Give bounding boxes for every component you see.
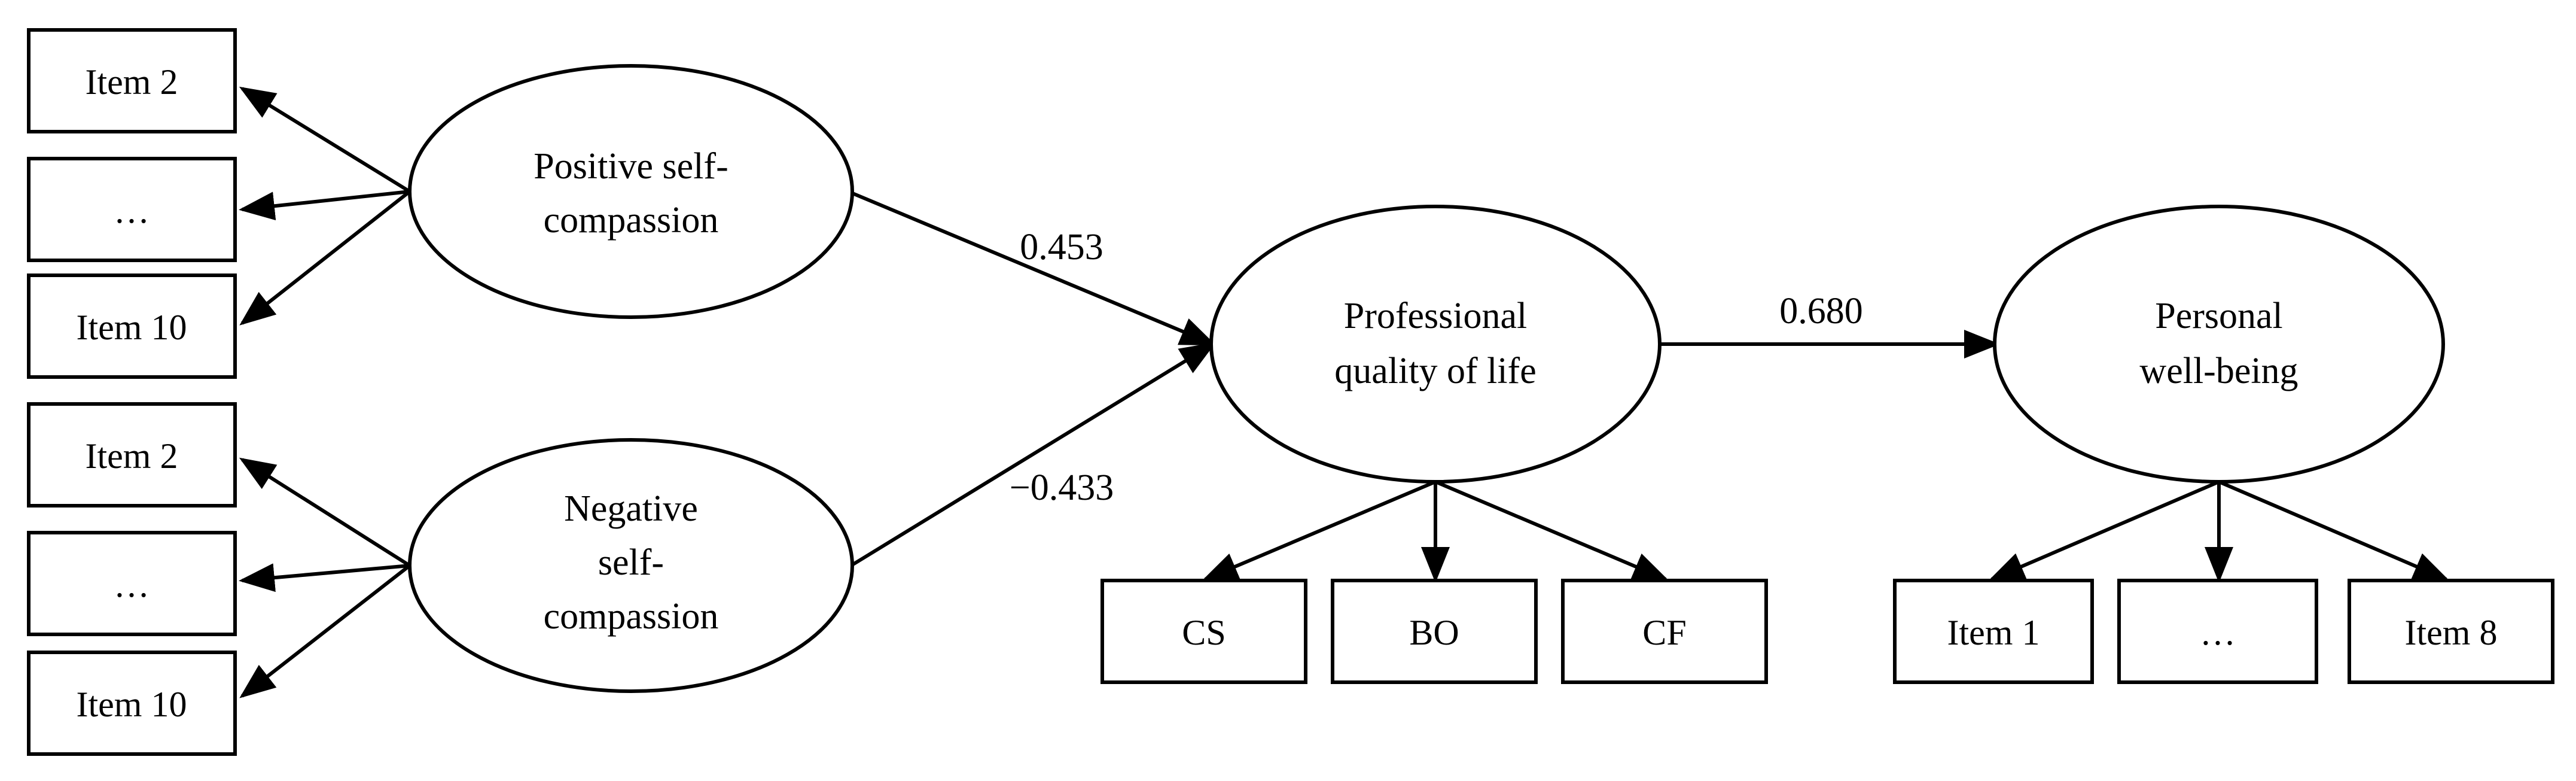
edge-wellbeing-to-item1 — [1988, 480, 2220, 581]
latent-professional-quality-of-life: Professional quality of life — [1209, 205, 1662, 484]
edge-negative-to-item10 — [239, 564, 411, 698]
indicator-negative-dots: … — [27, 531, 237, 636]
path-negative-to-proqol — [850, 342, 1217, 567]
coefficient-proqol-to-wellbeing: 0.680 — [1779, 291, 1863, 332]
coefficient-negative-to-proqol: −0.433 — [1010, 467, 1114, 508]
edge-proqol-to-cf — [1434, 480, 1669, 581]
indicator-bo-label: BO — [1409, 613, 1459, 652]
indicator-positive-dots-label: … — [114, 191, 150, 230]
indicator-wellbeing-dots: … — [2117, 579, 2318, 684]
edge-wellbeing-to-item8 — [2218, 480, 2450, 581]
indicator-positive-item2-label: Item 2 — [86, 62, 178, 102]
latent-positive-line1: Positive self- — [534, 146, 728, 187]
indicator-cf-label: CF — [1642, 613, 1686, 652]
latent-proqol-line2: quality of life — [1334, 351, 1536, 391]
indicator-positive-item10-label: Item 10 — [77, 308, 187, 347]
indicator-negative-dots-label: … — [114, 565, 150, 604]
indicator-negative-item2-label: Item 2 — [86, 436, 178, 476]
edge-negative-to-dots — [239, 563, 410, 592]
indicator-wellbeing-item1: Item 1 — [1893, 579, 2094, 684]
edge-negative-to-item2 — [239, 457, 411, 567]
indicator-negative-item10-label: Item 10 — [77, 685, 187, 724]
indicator-cs: CS — [1100, 579, 1307, 684]
indicator-bo: BO — [1331, 579, 1538, 684]
latent-negative-line2: self- — [598, 542, 664, 583]
indicator-cs-label: CS — [1182, 613, 1225, 652]
indicator-negative-item2: Item 2 — [27, 402, 237, 508]
latent-personal-well-being: Personal well-being — [1993, 205, 2445, 484]
latent-wellbeing-line1: Personal — [2155, 296, 2283, 336]
latent-negative-self-compassion: Negative self- compassion — [408, 438, 854, 693]
edge-proqol-to-cs — [1202, 480, 1437, 581]
edge-positive-to-item10 — [239, 190, 411, 326]
latent-negative-line1: Negative — [564, 488, 698, 529]
indicator-wellbeing-item8-label: Item 8 — [2405, 613, 2498, 652]
indicator-cf: CF — [1561, 579, 1768, 684]
indicator-wellbeing-item1-label: Item 1 — [1947, 613, 2040, 652]
indicator-wellbeing-dots-label: … — [2200, 613, 2236, 652]
indicator-wellbeing-item8: Item 8 — [2348, 579, 2554, 684]
path-positive-to-proqol — [850, 191, 1217, 346]
indicator-positive-item10: Item 10 — [27, 273, 237, 379]
indicator-positive-dots: … — [27, 157, 237, 262]
latent-wellbeing-line2: well-being — [2139, 351, 2298, 391]
latent-proqol-line1: Professional — [1344, 296, 1528, 336]
coefficient-positive-to-proqol: 0.453 — [1020, 227, 1103, 268]
edge-positive-to-item2 — [239, 86, 411, 193]
latent-positive-self-compassion: Positive self- compassion — [408, 64, 854, 319]
edge-positive-to-dots — [239, 190, 410, 221]
latent-negative-line3: compassion — [544, 596, 719, 637]
indicator-positive-item2: Item 2 — [27, 28, 237, 133]
latent-positive-line2: compassion — [544, 200, 719, 241]
indicator-negative-item10: Item 10 — [27, 651, 237, 756]
